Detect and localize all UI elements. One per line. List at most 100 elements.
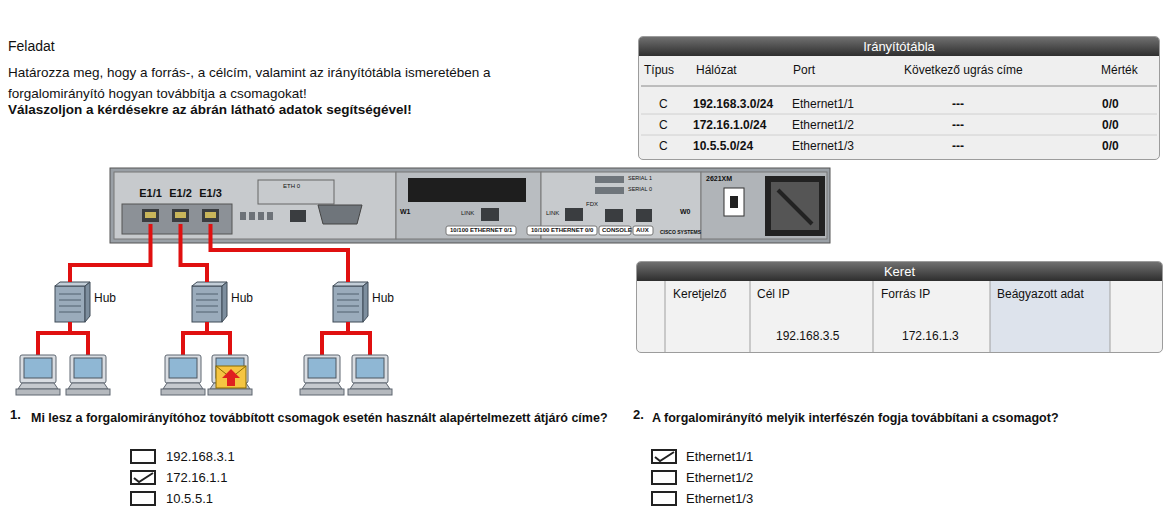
lan-cable xyxy=(183,322,230,355)
checkbox xyxy=(131,450,155,463)
table-cell: 0/0 xyxy=(1102,97,1119,111)
frame-field-value: 192.168.3.5 xyxy=(776,329,839,343)
hub-icons xyxy=(192,282,227,322)
answer-option: Ethernet1/3 xyxy=(686,491,753,507)
router-illustration xyxy=(595,187,624,194)
table-cell: --- xyxy=(952,139,964,153)
pc-icons xyxy=(348,355,392,395)
device-marking: 10/100 ETHERNET 0/0 xyxy=(531,227,593,234)
frame-table-background xyxy=(665,280,1110,352)
router-illustration xyxy=(408,178,526,202)
routing-table-background xyxy=(641,86,1157,87)
hub-icons xyxy=(55,282,90,322)
table-header-cell: Hálózat xyxy=(696,63,737,77)
frame-field-value: 172.16.1.3 xyxy=(902,329,959,343)
routing-table-panel: IrányítótáblaTípusHálózatPortKövetkező u… xyxy=(638,36,1160,160)
device-marking: LINK xyxy=(546,210,559,217)
frame-field-name: Keretjelző xyxy=(673,287,726,301)
router-illustration xyxy=(249,212,255,220)
frame-field-name: Beágyazott adat xyxy=(997,287,1084,301)
table-header-cell: Típus xyxy=(644,63,674,77)
device-marking: FDX xyxy=(586,201,598,208)
router-illustration xyxy=(175,212,186,218)
table-cell: 0/0 xyxy=(1102,139,1119,153)
table-cell: Ethernet1/2 xyxy=(792,118,854,132)
router-illustration xyxy=(771,182,819,230)
device-marking: AUX xyxy=(636,227,649,234)
panel-header: Irányítótábla xyxy=(639,37,1159,56)
frame-table-background xyxy=(636,261,1163,353)
router-illustration xyxy=(778,190,812,224)
table-cell: --- xyxy=(952,97,964,111)
router-illustration xyxy=(701,172,827,239)
router-illustration xyxy=(765,176,825,236)
table-cell: C xyxy=(659,97,668,111)
routing-table-background xyxy=(638,36,1160,160)
frame-field-name: Cél IP xyxy=(757,287,790,301)
router-illustration xyxy=(633,226,653,235)
network-cable xyxy=(70,224,151,282)
router-illustration xyxy=(122,204,232,234)
checkbox xyxy=(652,492,676,505)
packet-envelope xyxy=(222,369,240,386)
router-illustration xyxy=(240,212,246,220)
router-illustration xyxy=(446,226,516,235)
hub-icons xyxy=(333,282,368,322)
hub-device: Hub xyxy=(332,282,364,322)
answer-option: 192.168.3.1 xyxy=(166,449,235,465)
checkbox xyxy=(131,492,155,505)
router-illustration xyxy=(205,212,216,218)
routing-table-background xyxy=(641,114,1157,115)
hub-device: Hub xyxy=(54,282,86,322)
table-header-cell: Mérték xyxy=(1101,63,1138,77)
router-illustration xyxy=(595,176,624,183)
table-cell: C xyxy=(659,139,668,153)
brand-mark: CISCO SYSTEMS xyxy=(660,229,701,235)
router-illustration xyxy=(599,226,631,235)
lan-cable xyxy=(38,322,88,355)
network-cable xyxy=(181,224,208,282)
panel-header: Keret xyxy=(637,262,1162,281)
checkbox xyxy=(652,450,676,463)
router-port: E1/1 xyxy=(137,186,164,224)
task-instruction: Válaszoljon a kérdésekre az ábrán láthat… xyxy=(8,102,412,118)
pc-icons xyxy=(300,355,344,395)
answer-option: 172.16.1.1 xyxy=(166,470,227,486)
pc-icons xyxy=(66,355,110,395)
port-label: E1/3 xyxy=(197,187,224,200)
router-port: E1/3 xyxy=(197,186,224,224)
table-header-cell: Következő ugrás címe xyxy=(904,63,1023,77)
router-port: E1/2 xyxy=(167,186,194,224)
router-illustration xyxy=(202,209,219,222)
device-marking: ETH 0 xyxy=(283,183,300,190)
packet-envelope xyxy=(216,366,246,388)
device-marking: LINK xyxy=(461,210,474,217)
checkbox xyxy=(131,471,155,484)
question-number: 1. xyxy=(10,407,21,423)
router-illustration xyxy=(110,168,830,243)
router-illustration xyxy=(258,180,334,204)
lan-cable xyxy=(322,322,370,355)
router-illustration xyxy=(172,209,189,222)
table-cell: 0/0 xyxy=(1102,118,1119,132)
router-illustration xyxy=(730,196,738,208)
table-cell: Ethernet1/1 xyxy=(792,97,854,111)
device-marking: W1 xyxy=(400,208,411,216)
hub-icons xyxy=(55,282,368,322)
answer-option: 10.5.5.1 xyxy=(166,491,213,507)
question-text: Mi lesz a forgalomirányítóhoz továbbítot… xyxy=(31,407,611,429)
device-label: Hub xyxy=(231,291,253,305)
pc-icons xyxy=(16,355,392,395)
table-cell: C xyxy=(659,118,668,132)
frame-panel: KeretKeretjelző Cél IP Forrás IP Beágyazott… xyxy=(636,261,1163,353)
table-cell: 172.16.1.0/24 xyxy=(693,118,766,132)
router-illustration xyxy=(565,208,583,221)
question-text: A forgalomirányító melyik interfészén fo… xyxy=(652,407,1162,429)
network-cable xyxy=(211,224,349,282)
frame-field-name: Forrás IP xyxy=(881,287,930,301)
table-cell: 192.168.3.0/24 xyxy=(693,97,773,111)
router-illustration xyxy=(636,209,652,222)
model-number: 2621XM xyxy=(706,175,732,183)
hub-device: Hub xyxy=(191,282,223,322)
router-illustration xyxy=(481,208,499,221)
